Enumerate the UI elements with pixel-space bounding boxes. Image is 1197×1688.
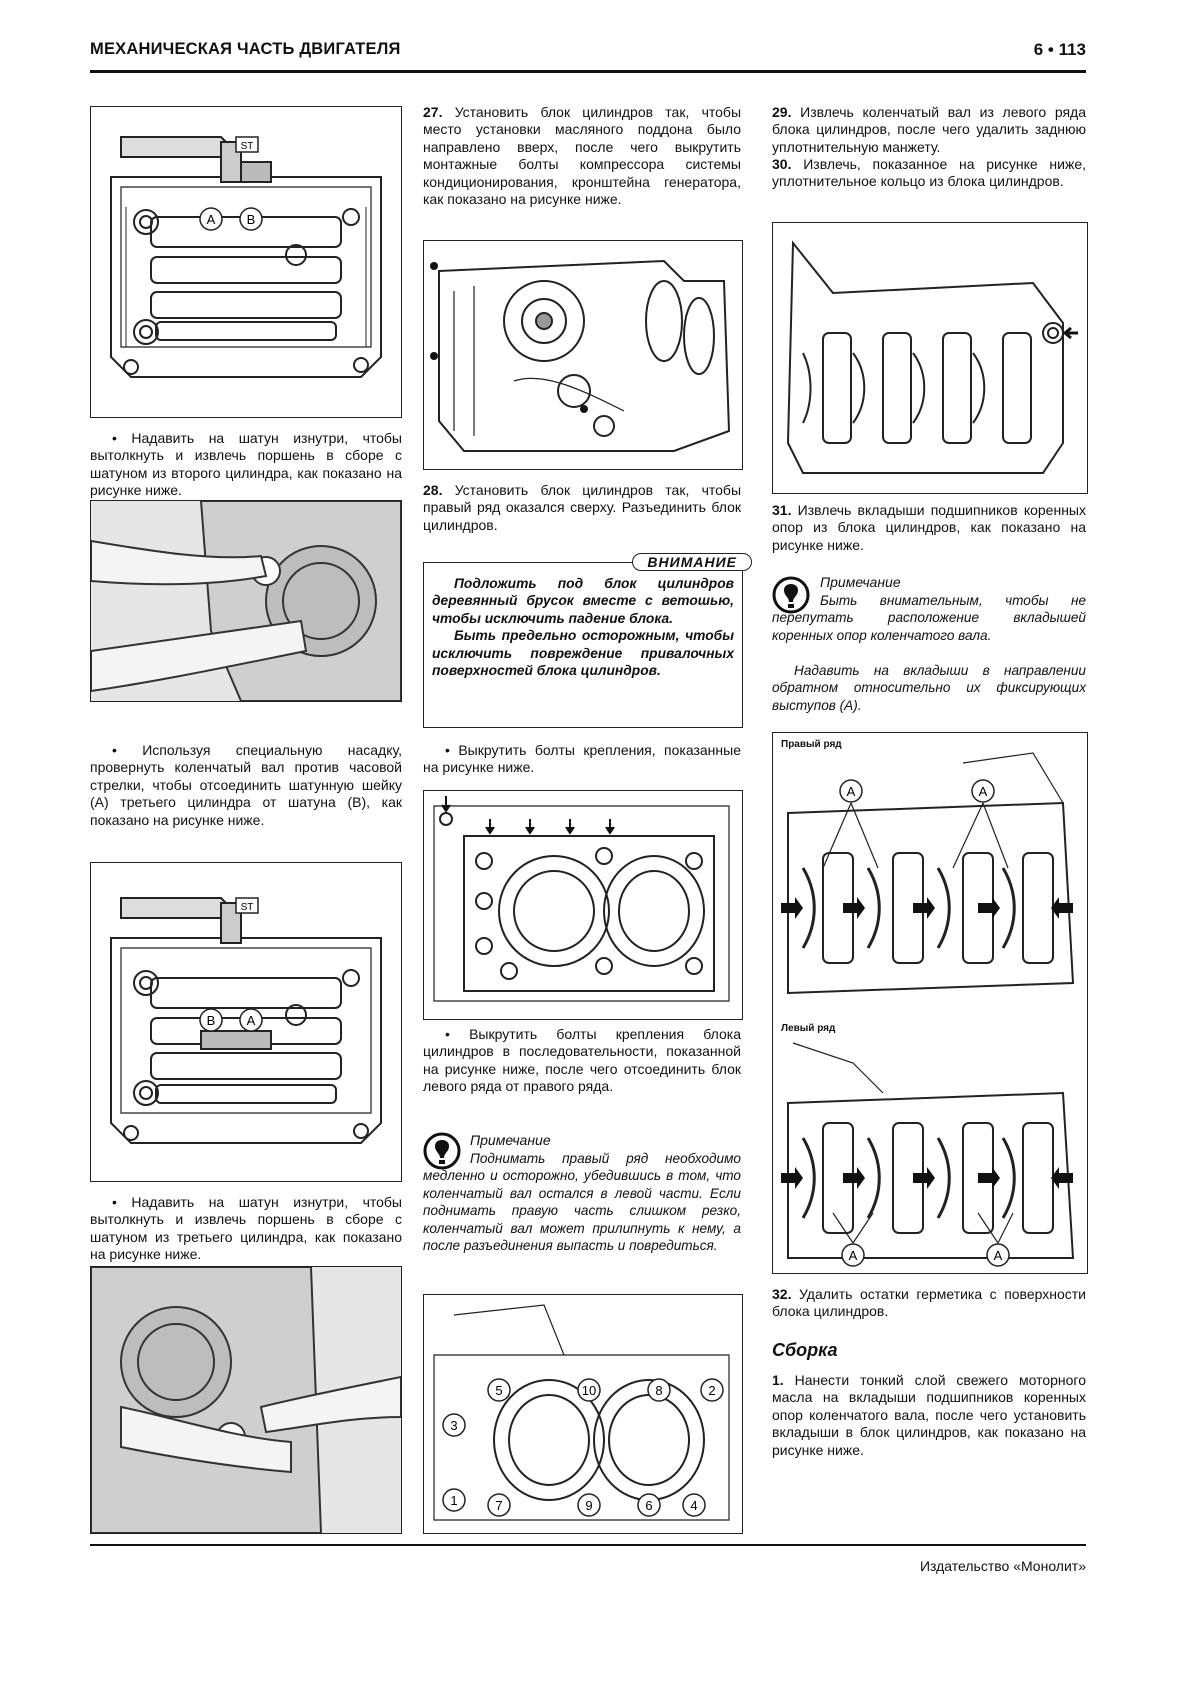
photo-hand-block <box>91 1267 401 1533</box>
sequence-callout-1 <box>442 1488 466 1512</box>
sequence-number-6: 6 <box>645 1498 652 1513</box>
engine-block-drawing-2: ST B A <box>110 897 382 1144</box>
note-1-heading: Примечание <box>470 1132 551 1148</box>
header-rule <box>90 70 1086 73</box>
callout-b: B <box>247 212 256 227</box>
sequence-callout-10 <box>577 1378 601 1402</box>
note-2-body-2: Надавить на вкладыши в направлении обрат… <box>772 663 1086 713</box>
assembly-step-1-num: 1. <box>772 1372 784 1388</box>
sequence-callout-4 <box>682 1493 706 1517</box>
section-title: МЕХАНИЧЕСКАЯ ЧАСТЬ ДВИГАТЕЛЯ <box>90 40 401 58</box>
step-28-text: Установить блок цилиндров так, чтобы пра… <box>423 482 742 533</box>
figure-bolt-sequence: 1 2 3 4 5 6 7 8 9 10 <box>423 1294 743 1534</box>
step-29-num: 29. <box>772 104 792 120</box>
assembly-step-1: 1. Нанести тонкий слой свежего моторного… <box>772 1372 1086 1459</box>
col1-text-2: • Используя специальную насадку, проверн… <box>90 742 402 828</box>
warning-title: ВНИМАНИЕ <box>632 553 752 571</box>
note-icon-2 <box>772 576 810 614</box>
step-28-num: 28. <box>423 482 443 498</box>
step-30-text: Извлечь, показанное на рисунке ниже, упл… <box>772 156 1087 190</box>
callout-a: A <box>207 212 216 227</box>
figure-block-2: ST B A <box>90 862 402 1182</box>
step-31-text: Извлечь вкладыши подшипников коренных оп… <box>772 502 1086 553</box>
caption-left-row: Левый ряд <box>781 1023 836 1034</box>
warning-text-2: Быть предельно осторожным, чтобы исключи… <box>432 628 734 679</box>
bolt-sequence-drawing: 1 2 3 4 5 6 7 8 9 10 <box>433 1304 730 1521</box>
block-oilpan-drawing <box>430 259 731 452</box>
note-1-body: Поднимать правый ряд необходимо медленно… <box>423 1151 741 1254</box>
assembly-step-1-text: Нанести тонкий слой свежего моторного ма… <box>772 1372 1086 1458</box>
callout-a-5: A <box>849 1248 858 1263</box>
step-30-num: 30. <box>772 156 792 172</box>
sequence-number-5: 5 <box>495 1383 502 1398</box>
figure-bolts-1 <box>423 790 743 1020</box>
step-27: 27. Установить блок цилиндров так, чтобы… <box>423 104 741 208</box>
publisher: Издательство «Монолит» <box>919 1558 1086 1574</box>
sequence-number-10: 10 <box>582 1383 596 1398</box>
sequence-callout-2 <box>700 1378 724 1402</box>
note-2-body: Быть внимательным, чтобы не перепутать р… <box>772 593 1086 643</box>
step-31: 31. Извлечь вкладыши подшипников коренны… <box>772 502 1086 554</box>
page-number: 6 • 113 <box>1033 40 1086 59</box>
footer-rule <box>90 1544 1086 1546</box>
st-label-2: ST <box>241 902 254 913</box>
sequence-number-8: 8 <box>655 1383 662 1398</box>
warning-box: ВНИМАНИЕ Подложить под блок цилиндров де… <box>423 553 752 728</box>
step-30: 30. Извлечь, показанное на рисунке ниже,… <box>772 156 1086 191</box>
sequence-callout-8 <box>647 1378 671 1402</box>
seal-ring-drawing <box>786 240 1078 474</box>
sequence-number-2: 2 <box>708 1383 715 1398</box>
figure-photo-2 <box>90 1266 402 1534</box>
sequence-callout-9 <box>577 1493 601 1517</box>
step-27-text: Установить блок цилиндров так, чтобы мес… <box>423 104 742 208</box>
sequence-number-3: 3 <box>450 1418 457 1433</box>
step-32: 32. Удалить остатки герметика с поверхно… <box>772 1286 1086 1321</box>
bolts-drawing-1 <box>433 796 730 1002</box>
step-29: 29. Извлечь коленчатый вал из левого ряд… <box>772 104 1086 156</box>
figure-block-oilpan <box>423 240 743 470</box>
note-2-heading: Примечание <box>820 574 901 590</box>
note-icon-1 <box>423 1132 461 1170</box>
bearing-shells-drawing: A A A A <box>781 752 1075 1267</box>
figure-seal-ring <box>772 222 1088 494</box>
section-heading-assembly: Сборка <box>772 1340 838 1360</box>
figure-bearings: Правый ряд Левый ряд <box>772 732 1088 1274</box>
col2-bullet-2: • Выкрутить болты крепления блока цилинд… <box>423 1026 741 1095</box>
sequence-number-7: 7 <box>495 1498 502 1513</box>
step-31-num: 31. <box>772 502 792 518</box>
step-29-text: Извлечь коленчатый вал из левого ряда бл… <box>772 104 1086 155</box>
callout-b-2: B <box>207 1013 216 1028</box>
st-label: ST <box>241 141 254 152</box>
sequence-number-4: 4 <box>690 1498 697 1513</box>
page-header: МЕХАНИЧЕСКАЯ ЧАСТЬ ДВИГАТЕЛЯ 6 • 113 <box>90 40 1086 64</box>
callout-a-4: A <box>979 784 988 799</box>
col2-bullet-1: • Выкрутить болты крепления, показанные … <box>423 742 741 776</box>
callout-a-3: A <box>847 784 856 799</box>
callout-a-2: A <box>247 1013 256 1028</box>
sequence-callout-6 <box>637 1493 661 1517</box>
sequence-callout-5 <box>487 1378 511 1402</box>
step-32-text: Удалить остатки герметика с поверхности … <box>772 1286 1087 1320</box>
figure-block-1: ST A B <box>90 106 402 418</box>
step-32-num: 32. <box>772 1286 792 1302</box>
sequence-callout-7 <box>487 1493 511 1517</box>
col1-text-3: • Надавить на шатун изнутри, чтобы вытол… <box>90 1194 402 1263</box>
warning-text-1: Подложить под блок цилиндров деревянный … <box>432 576 734 626</box>
photo-hand-piston <box>91 501 401 701</box>
caption-right-row: Правый ряд <box>781 739 842 750</box>
sequence-number-1: 1 <box>450 1493 457 1508</box>
sequence-callout-3 <box>442 1413 466 1437</box>
col1-text-1: • Надавить на шатун изнутри, чтобы вытол… <box>90 430 402 499</box>
engine-block-drawing-1: ST A B <box>110 136 382 378</box>
step-27-num: 27. <box>423 104 443 120</box>
figure-photo-1 <box>90 500 402 702</box>
step-28: 28. Установить блок цилиндров так, чтобы… <box>423 482 741 534</box>
callout-a-6: A <box>994 1248 1003 1263</box>
sequence-number-9: 9 <box>585 1498 592 1513</box>
